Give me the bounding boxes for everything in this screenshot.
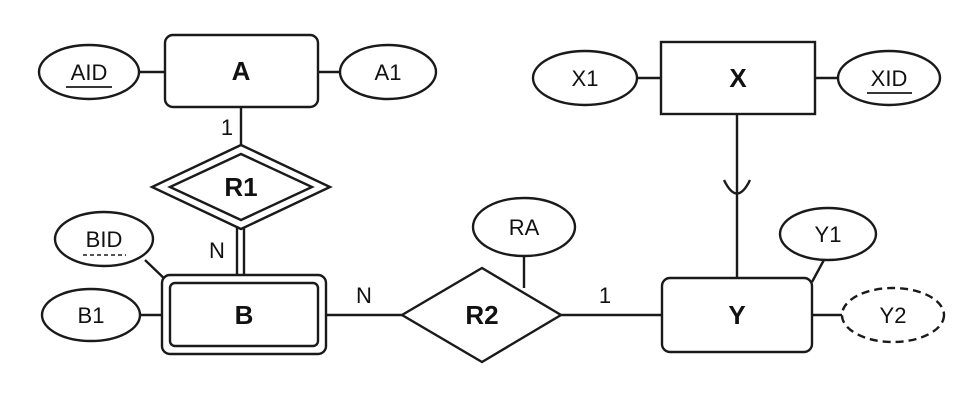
relationship-r2-shape (399, 266, 564, 364)
relationship-r2: R2 (399, 266, 564, 364)
attribute-ra-ellipse (471, 196, 577, 258)
attribute-bid-ellipse (53, 210, 155, 268)
entity-x-box (659, 40, 817, 116)
attribute-b1-ellipse (40, 287, 142, 343)
cardinality-b-r1: N (209, 238, 225, 263)
entity-b: B (160, 273, 328, 356)
attribute-y1-label: Y1 (815, 222, 842, 247)
attribute-ra: RA (471, 196, 577, 258)
relationship-r1-inner (167, 152, 315, 222)
attribute-x1: X1 (531, 49, 639, 107)
cardinality-y-r2: 1 (599, 283, 611, 308)
attribute-ra-label: RA (509, 215, 540, 240)
attribute-aid-label: AID (71, 60, 108, 85)
entity-a: A (163, 33, 320, 109)
attribute-y2-label: Y2 (880, 303, 907, 328)
entity-x: X (659, 40, 817, 116)
attribute-xid-label: XID (871, 66, 908, 91)
attribute-a1: A1 (338, 43, 438, 101)
attribute-y1-ellipse (778, 206, 878, 262)
attribute-xid-ellipse (836, 49, 942, 107)
entity-y-box (660, 276, 814, 354)
entity-b-label: B (235, 300, 254, 330)
attribute-a1-ellipse (338, 43, 438, 101)
attribute-xid: XID (836, 49, 942, 107)
attribute-b1-label: B1 (78, 303, 105, 328)
attribute-a1-label: A1 (375, 60, 402, 85)
attribute-y1: Y1 (778, 206, 878, 262)
attribute-y2: Y2 (840, 286, 946, 344)
attribute-b1: B1 (40, 287, 142, 343)
attribute-y2-derived-ellipse (840, 286, 946, 344)
entity-b-inner-box (168, 281, 320, 348)
connectors (138, 70, 842, 317)
attribute-x1-ellipse (531, 49, 639, 107)
relationship-r1-label: R1 (224, 172, 257, 202)
relationship-r1: R1 (149, 143, 333, 231)
entity-x-label: X (729, 63, 747, 93)
attribute-aid-ellipse (37, 43, 141, 101)
entity-y-label: Y (728, 300, 745, 330)
attribute-aid: AID (37, 43, 141, 101)
entity-y: Y (660, 276, 814, 354)
line-y-y1 (810, 257, 827, 283)
relationship-r2-label: R2 (465, 300, 498, 330)
attribute-bid: BID (53, 210, 155, 268)
attribute-x1-label: X1 (572, 66, 599, 91)
cardinality-b-r2: N (356, 283, 372, 308)
attribute-bid-label: BID (86, 227, 123, 252)
entity-a-box (163, 33, 320, 109)
cardinality-a-r1: 1 (221, 115, 233, 140)
subset-icon (722, 179, 752, 195)
entity-a-label: A (232, 56, 251, 86)
